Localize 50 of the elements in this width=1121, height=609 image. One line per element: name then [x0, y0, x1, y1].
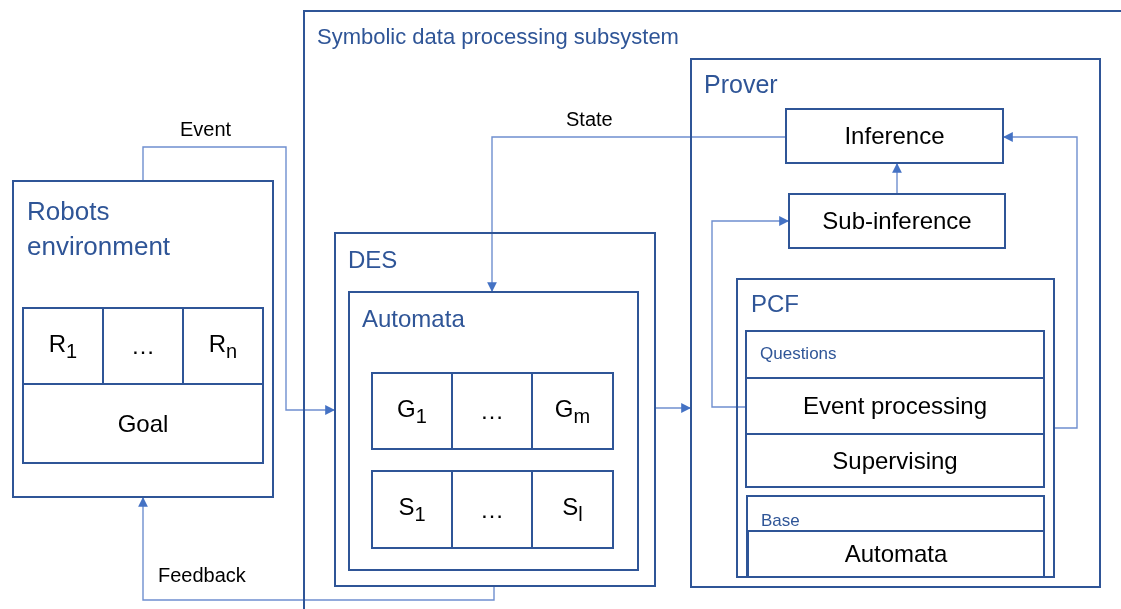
section-heading: Symbolic data processing subsystem [317, 24, 679, 50]
table-cell [747, 530, 1045, 578]
arrow [1003, 132, 1078, 429]
table-cell [788, 193, 1006, 249]
cell-text: Event processing [802, 392, 988, 420]
container-box [690, 58, 1101, 588]
arrow [711, 216, 789, 408]
cell-text: Sub-inference [822, 207, 972, 235]
container-box [736, 278, 1055, 578]
table-cell [371, 470, 453, 549]
cell-text: S$_{l}$ [562, 493, 583, 526]
cell-text: Inference [844, 122, 945, 150]
table-cell [371, 372, 453, 450]
container-box [334, 232, 656, 587]
section-heading: Questions [760, 344, 837, 364]
cell-text: … [480, 397, 504, 425]
cell-text: G$_{m}$ [554, 394, 591, 428]
table-cell [451, 470, 533, 549]
cell-text: R$_{n}$ [208, 329, 238, 363]
cell-text: S$_{1}$ [398, 493, 426, 526]
table-cell [22, 307, 104, 385]
table-cell [531, 372, 614, 450]
section-heading: Base [761, 511, 800, 531]
cell-text: … [480, 495, 504, 524]
cell-text: Goal [117, 409, 169, 438]
section-heading: DES [348, 246, 398, 274]
container-box [12, 180, 274, 498]
container-box [745, 330, 1045, 488]
container-box [746, 495, 1045, 578]
cell-text: Automata [844, 540, 948, 568]
container-box [348, 291, 639, 571]
cell-text: R$_{1}$ [48, 329, 78, 363]
cell-text: Supervising [832, 446, 958, 475]
section-heading: Prover [704, 70, 778, 99]
cell-text: … [131, 332, 155, 360]
table-cell [531, 470, 614, 549]
cell-text: G$_{1}$ [397, 394, 427, 428]
table-cell [785, 108, 1004, 164]
subsystem-frame [303, 10, 1121, 609]
arrow [655, 403, 691, 413]
table-cell [22, 383, 264, 464]
arrow [487, 136, 786, 292]
section-heading: PCF [751, 290, 799, 318]
arrow [892, 163, 902, 194]
arrow [142, 146, 335, 415]
section-heading: Automata [362, 305, 465, 333]
arrow [138, 497, 495, 601]
section-heading: Robots environment [27, 195, 172, 264]
table-cell [182, 307, 264, 385]
table-cell [451, 372, 533, 450]
